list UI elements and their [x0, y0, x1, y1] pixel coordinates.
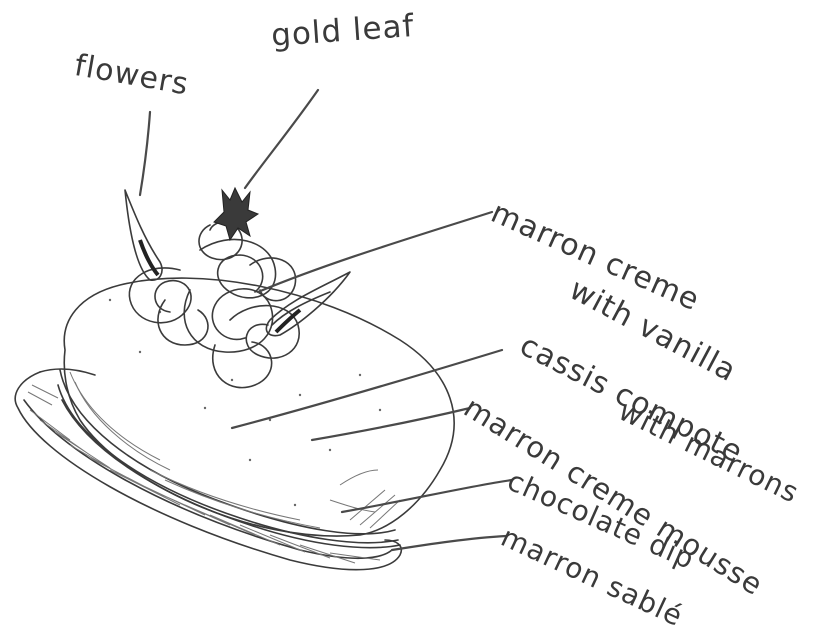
leader-gold-leaf	[245, 90, 318, 188]
leader-lines	[140, 90, 512, 550]
gold-leaf	[214, 188, 258, 240]
leader-marron-creme	[258, 212, 492, 292]
sable-base	[15, 369, 401, 570]
leader-mousse	[312, 408, 470, 440]
leader-sable	[392, 536, 506, 550]
dome-speckles	[109, 299, 381, 506]
leader-chocolate	[342, 480, 512, 512]
marron-creme-swirl	[129, 222, 299, 388]
dome-body	[58, 278, 454, 548]
leader-flowers	[140, 112, 150, 195]
